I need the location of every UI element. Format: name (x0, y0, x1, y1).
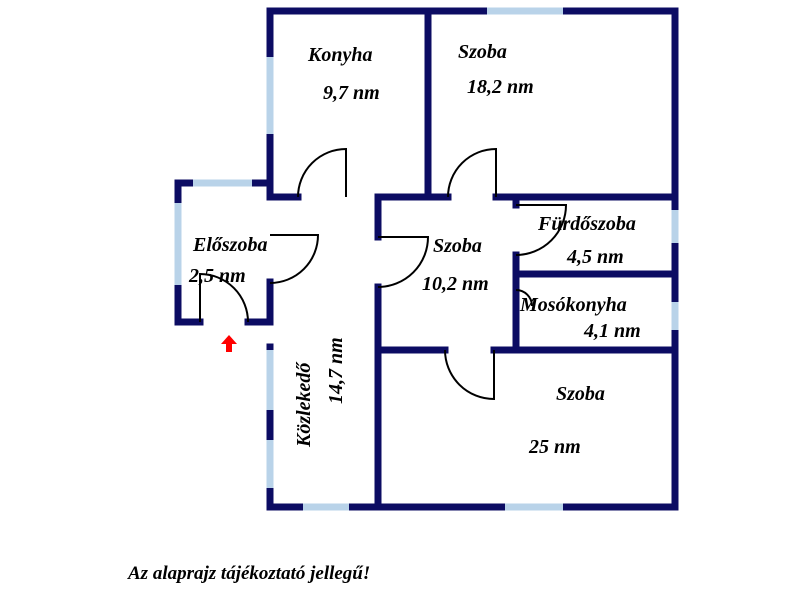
door-furdoszoba (515, 204, 568, 256)
room-name-kozlekedo: Közlekedő (293, 361, 315, 448)
door-konyha (297, 147, 347, 198)
door-mosokonyha (515, 289, 533, 307)
room-area-szoba-top: 18,2 nm (467, 76, 534, 98)
disclaimer-note: Az alaprajz tájékoztató jellegű! (128, 563, 371, 584)
room-name-szoba-top: Szoba (458, 41, 507, 63)
door-szoba-mid (377, 236, 430, 288)
room-name-szoba-bottom: Szoba (556, 383, 605, 405)
doors (199, 147, 568, 401)
room-name-eloszoba: Előszoba (192, 234, 267, 256)
door-szoba-bottom (444, 349, 495, 401)
room-name-szoba-mid: Szoba (433, 235, 482, 257)
windows (174, 7, 679, 511)
door-eloszoba (269, 234, 320, 284)
door-entrance (199, 272, 249, 323)
room-name-furdoszoba: Fürdőszoba (537, 213, 636, 235)
room-area-konyha: 9,7 nm (323, 82, 380, 104)
room-name-mosokonyha: Mosókonyha (519, 294, 627, 316)
room-area-szoba-bottom: 25 nm (528, 436, 581, 458)
room-area-eloszoba: 2,5 nm (188, 265, 246, 287)
room-area-furdoszoba: 4,5 nm (566, 246, 624, 268)
room-area-mosokonyha: 4,1 nm (583, 320, 641, 342)
room-area-kozlekedo: 14,7 nm (325, 337, 347, 404)
room-name-konyha: Konyha (307, 44, 372, 66)
room-area-szoba-mid: 10,2 nm (422, 273, 489, 295)
door-szoba-top (447, 147, 497, 198)
entrance-arrow-icon (221, 335, 237, 352)
